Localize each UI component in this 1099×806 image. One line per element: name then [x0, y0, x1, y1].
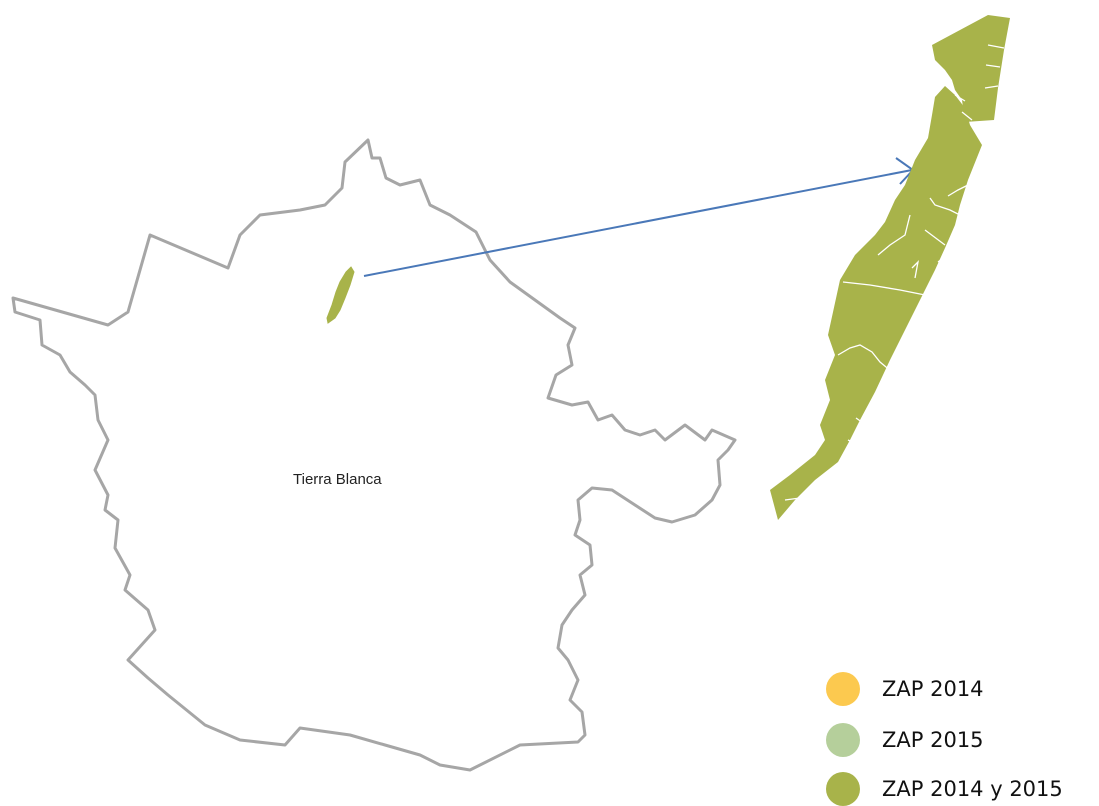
zap-zone-enlarged-main [770, 86, 982, 520]
parcel-lines [784, 44, 1005, 501]
municipality-boundary [11, 138, 737, 772]
legend-label-zap-2014: ZAP 2014 [882, 677, 984, 701]
municipality-label: Tierra Blanca [293, 471, 382, 488]
legend-swatch-zap-2014-y-2015 [826, 772, 860, 806]
legend-item-zap-2015: ZAP 2015 [826, 723, 984, 757]
legend-swatch-zap-2015 [826, 723, 860, 757]
zap-zone-enlarged-upper [932, 15, 1010, 122]
zap-zone-small [326, 266, 355, 324]
legend-label-zap-2015: ZAP 2015 [882, 728, 984, 752]
legend-item-zap-2014: ZAP 2014 [826, 672, 984, 706]
legend-label-zap-2014-y-2015: ZAP 2014 y 2015 [882, 777, 1063, 801]
legend-item-zap-2014-y-2015: ZAP 2014 y 2015 [826, 772, 1063, 806]
legend-swatch-zap-2014 [826, 672, 860, 706]
callout-arrow [363, 169, 913, 277]
